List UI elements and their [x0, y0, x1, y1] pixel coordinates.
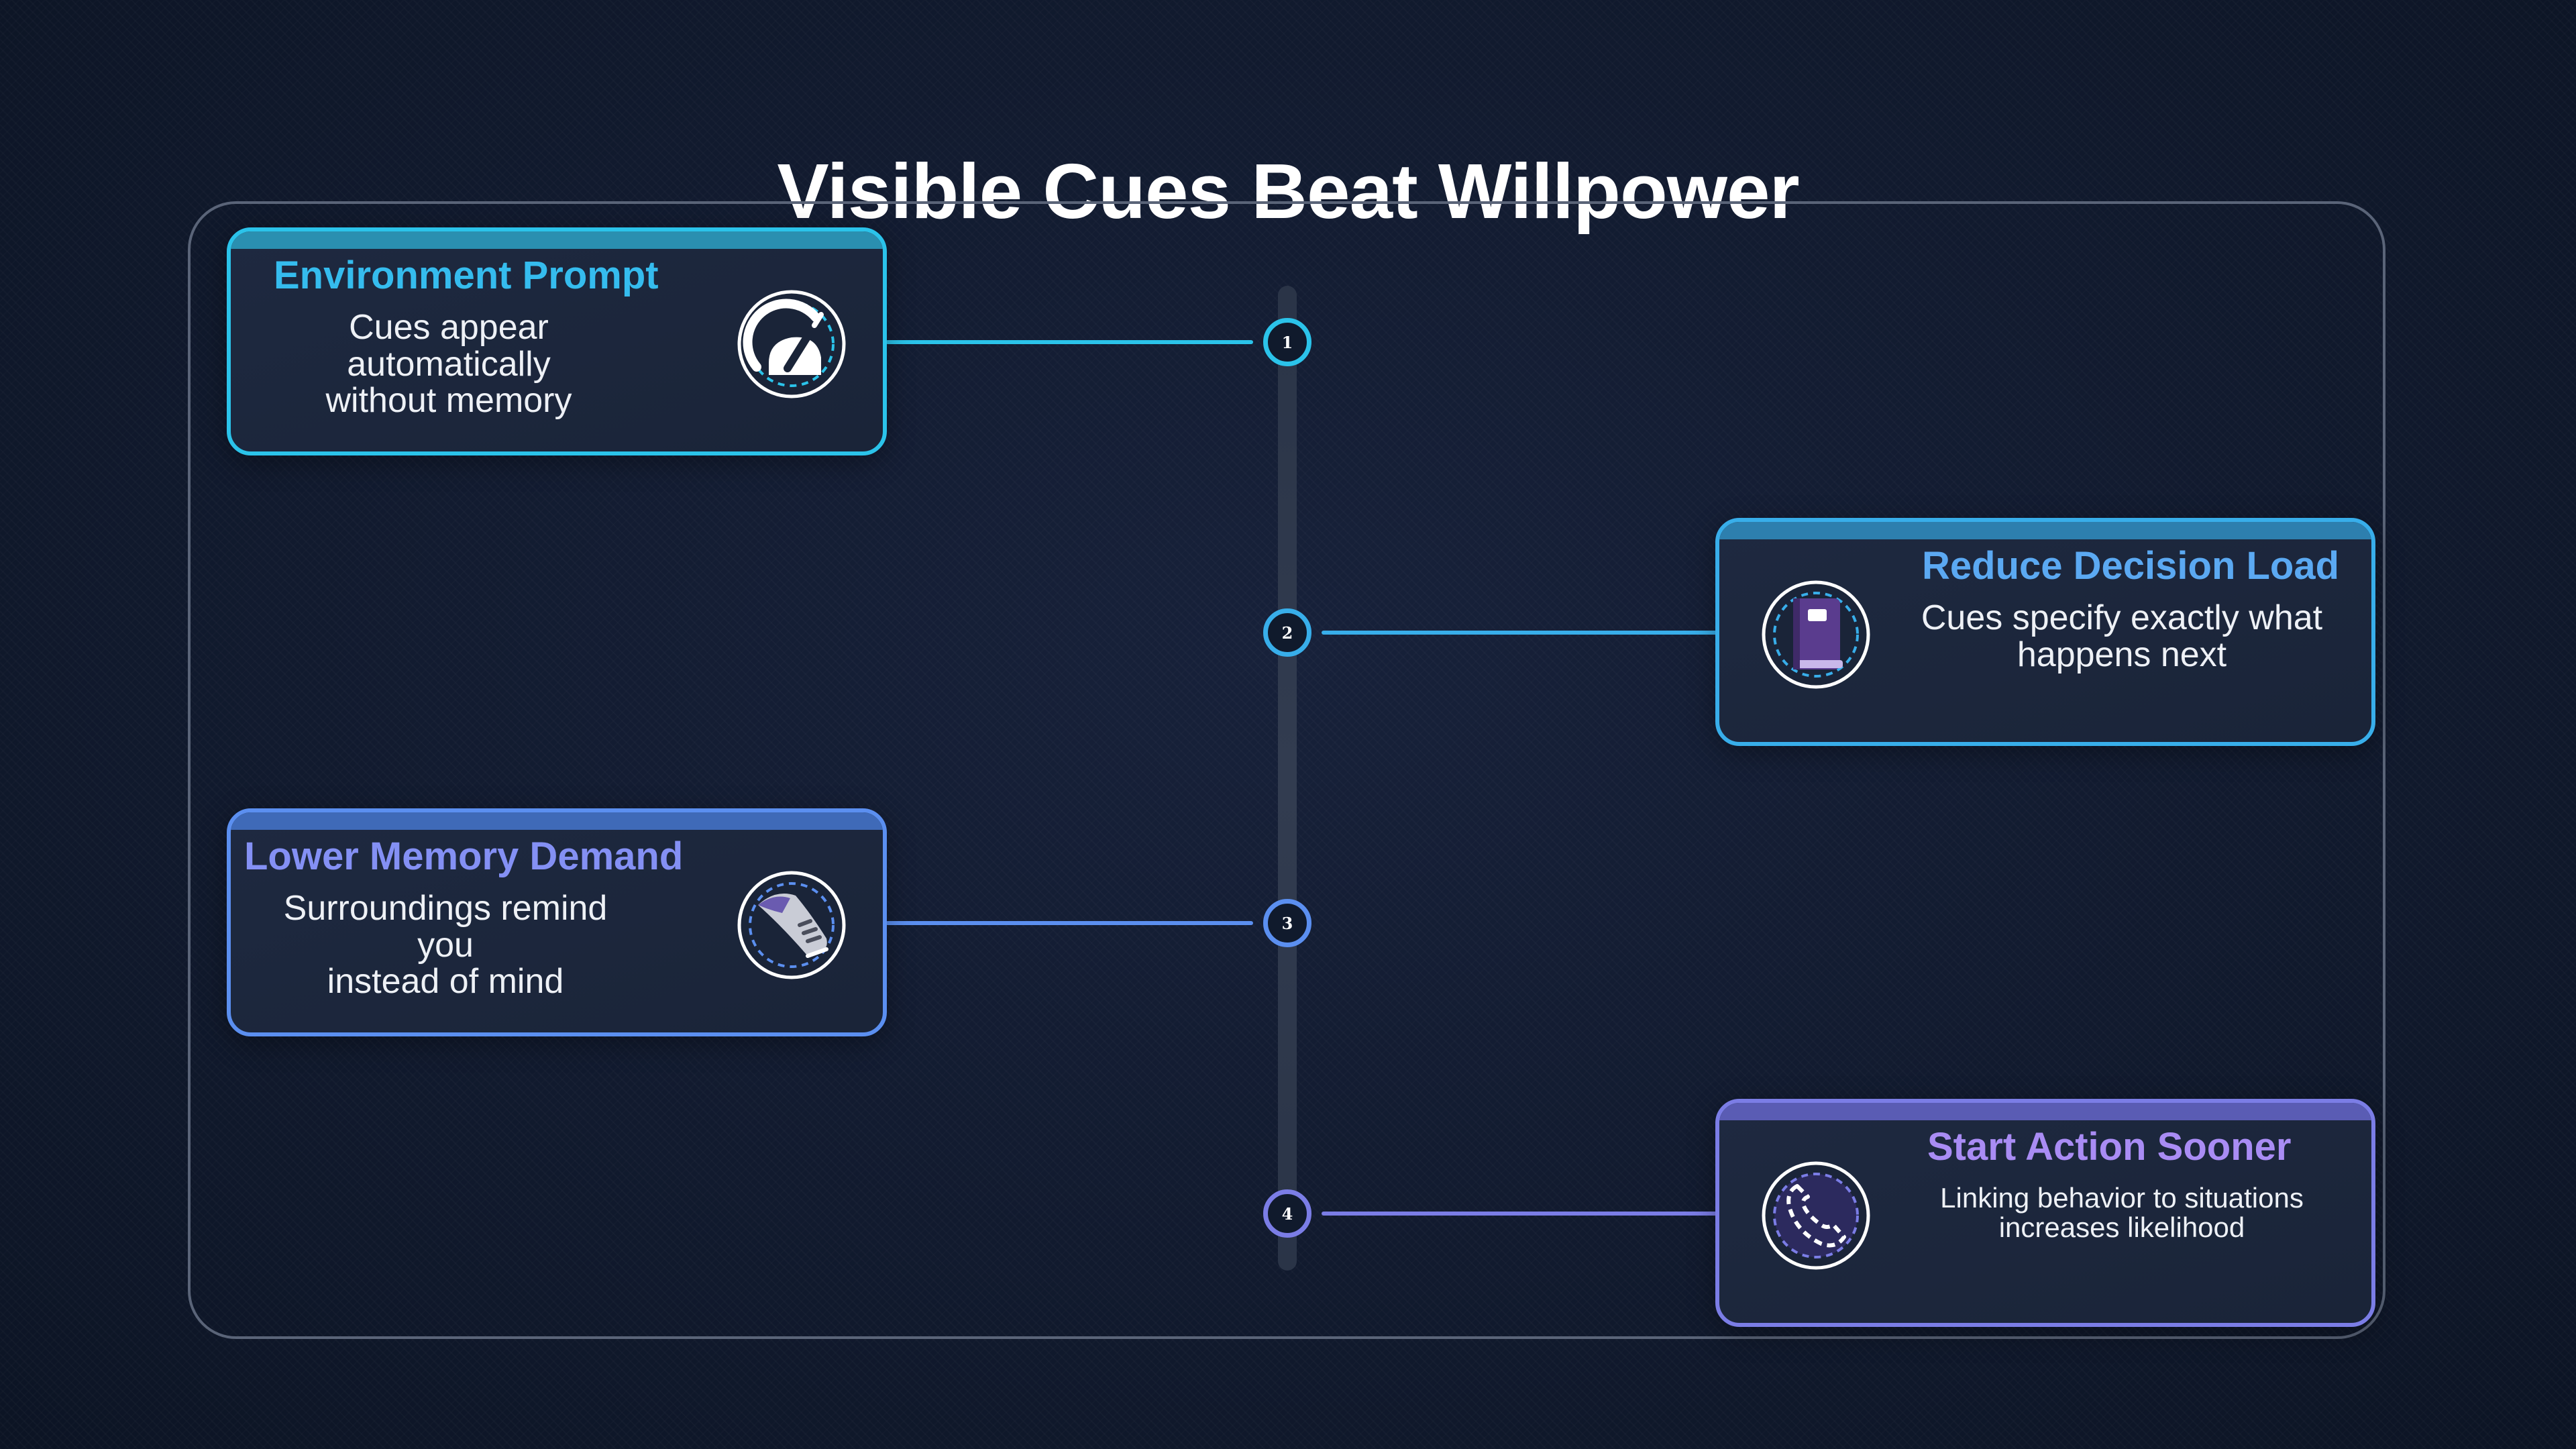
diagram-frame: [188, 201, 2385, 1339]
card-description: Surroundings remind you instead of mind: [258, 890, 633, 1000]
connector-3: [885, 921, 1253, 925]
card-description: Linking behavior to situations increases…: [1914, 1183, 2330, 1242]
sneaker-icon: [737, 871, 846, 979]
connector-4: [1322, 1212, 1717, 1216]
node-number: 1: [1281, 332, 1293, 352]
card-header-strip: [231, 231, 883, 249]
phone-icon: [1762, 1161, 1870, 1270]
connector-1: [885, 340, 1253, 344]
card-description: Cues appear automatically without memory: [258, 309, 640, 419]
node-number: 3: [1281, 913, 1293, 933]
speedometer-icon: [737, 290, 846, 398]
card-header-strip: [1719, 1103, 2371, 1120]
timeline-node-2: 2: [1263, 608, 1311, 657]
timeline-node-4: 4: [1263, 1189, 1311, 1238]
card-heading: Environment Prompt: [274, 254, 659, 297]
description-line: without memory: [325, 381, 572, 421]
description-line: increases likelihood: [1998, 1212, 2245, 1244]
page-title: Visible Cues Beat Willpower: [777, 147, 1799, 235]
description-line: Linking behavior to situations: [1940, 1182, 2304, 1214]
description-line: happens next: [2017, 635, 2227, 674]
step-card-environment-prompt: Environment Prompt Cues appear automatic…: [227, 227, 887, 455]
step-card-lower-memory-demand: Lower Memory Demand Surroundings remind …: [227, 808, 887, 1036]
node-number: 4: [1281, 1203, 1293, 1224]
card-description: Cues specify exactly what happens next: [1914, 600, 2330, 673]
card-header-strip: [1719, 522, 2371, 539]
card-heading: Lower Memory Demand: [244, 835, 684, 878]
description-line: instead of mind: [327, 962, 564, 1002]
timeline-spine: [1278, 286, 1297, 1271]
card-heading: Start Action Sooner: [1927, 1125, 2292, 1169]
timeline-node-1: 1: [1263, 318, 1311, 366]
node-number: 2: [1281, 623, 1293, 643]
description-line: Surroundings remind you: [283, 889, 608, 965]
step-card-reduce-decision-load: Reduce Decision Load Cues specify exactl…: [1715, 518, 2375, 746]
card-header-strip: [231, 812, 883, 830]
card-heading: Reduce Decision Load: [1922, 544, 2340, 588]
connector-2: [1322, 631, 1717, 635]
timeline-node-3: 3: [1263, 899, 1311, 947]
description-line: Cues specify exactly what: [1921, 598, 2323, 637]
description-line: Cues appear automatically: [347, 308, 551, 384]
step-card-start-action-sooner: Start Action Sooner Linking behavior to …: [1715, 1099, 2375, 1327]
book-icon: [1762, 580, 1870, 689]
